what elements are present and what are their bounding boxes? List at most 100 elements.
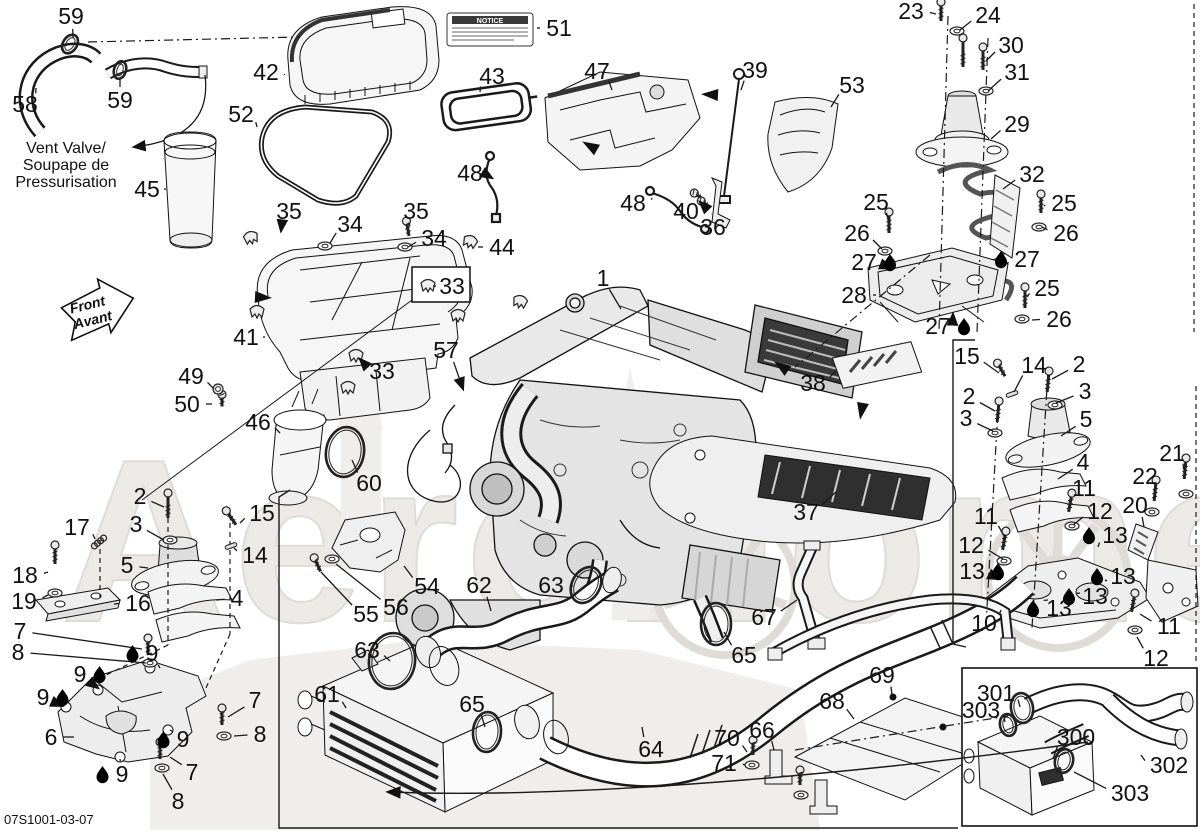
callout-leader: [1026, 292, 1031, 298]
washer-glyph: [1014, 314, 1030, 324]
callout-leader: [830, 94, 840, 108]
washer-glyph: [1127, 625, 1143, 635]
callout-leader: [255, 122, 258, 128]
screw-glyph: [1020, 282, 1030, 308]
callout-4: 4: [231, 585, 244, 611]
screw-glyph: [50, 540, 60, 564]
oil-drop-icon: [995, 251, 1007, 269]
callout-15: 15: [249, 500, 275, 526]
washer-glyph: [317, 241, 333, 251]
callout-12: 12: [958, 532, 984, 558]
callout-37: 37: [793, 499, 819, 525]
callout-11: 11: [1157, 613, 1181, 639]
part-engine-cover: [544, 71, 701, 171]
callout-13: 13: [1046, 595, 1072, 621]
oil-drop-icon: [958, 318, 970, 336]
washer-glyph: [1178, 489, 1194, 499]
ring-glyph: [1053, 747, 1075, 775]
part-bracket-36: [710, 177, 731, 229]
callout-34: 34: [337, 211, 363, 237]
callout-18: 18: [12, 562, 38, 588]
callout-65: 65: [731, 642, 757, 668]
ring-glyph: [1009, 691, 1035, 725]
screw-glyph: [958, 33, 968, 67]
clip-glyph: [420, 278, 436, 294]
screw-glyph: [221, 506, 238, 526]
callout-26: 26: [1053, 220, 1079, 246]
clip-glyph: [513, 294, 529, 310]
washer-glyph: [1064, 521, 1080, 531]
pin-glyph: [224, 542, 238, 550]
callout-53: 53: [839, 72, 865, 98]
callout-10: 10: [971, 610, 997, 636]
callout-55: 55: [353, 601, 379, 627]
callout-67: 67: [751, 604, 777, 630]
callout-leader: [403, 565, 414, 578]
screw-glyph: [978, 42, 988, 70]
callout-11: 11: [1072, 475, 1096, 501]
callout-23: 23: [898, 0, 924, 24]
callout-7: 7: [186, 759, 199, 785]
callout-49: 49: [178, 363, 204, 389]
callout-leader: [1003, 715, 1006, 723]
part-trim-strip: [831, 341, 923, 389]
callout-8: 8: [12, 639, 25, 665]
part-intake-elbow: [268, 388, 327, 506]
callout-leader: [351, 459, 359, 473]
callout-13: 13: [1110, 563, 1136, 589]
screw-glyph: [401, 216, 412, 237]
callout-58: 58: [12, 91, 38, 117]
section-brackets: [278, 339, 975, 829]
part-side-cover: [767, 96, 839, 193]
coil-glyph: [90, 534, 108, 550]
callout-leader: [608, 288, 622, 310]
callout-leader: [157, 664, 161, 669]
callout-leader: [608, 80, 613, 91]
callout-59: 59: [107, 87, 133, 113]
callout-7: 7: [14, 618, 27, 644]
washer-glyph: [793, 790, 809, 800]
screw-glyph: [217, 389, 227, 407]
washer-glyph: [324, 554, 340, 564]
callout-57: 57: [433, 337, 459, 363]
callout-19: 19: [11, 588, 37, 614]
callout-31: 31: [1004, 59, 1030, 85]
callout-15: 15: [954, 343, 980, 369]
washer-glyph: [47, 588, 63, 598]
callout-52: 52: [228, 101, 254, 127]
callout-leader: [723, 631, 733, 646]
callout-leader: [1002, 179, 1016, 190]
callout-7: 7: [249, 687, 262, 713]
part-bracket-54: [331, 511, 406, 573]
callout-50: 50: [174, 391, 200, 417]
callout-4: 4: [1077, 449, 1090, 475]
callout-leader: [30, 652, 147, 664]
callout-12: 12: [1087, 498, 1113, 524]
part-airbox-body: [256, 235, 473, 421]
washer-glyph: [1031, 222, 1047, 232]
callout-54: 54: [414, 573, 440, 599]
nut-glyph: [212, 383, 224, 395]
callout-leader: [780, 599, 798, 612]
callout-59: 59: [58, 3, 84, 29]
callout-leader: [1017, 699, 1021, 708]
callout-12: 12: [1143, 645, 1169, 671]
pointer-arrows: [254, 89, 869, 420]
callout-leader: [742, 763, 746, 766]
callout-leader: [233, 734, 248, 737]
assembly-arrow-line: [385, 741, 1089, 799]
callout-leader: [151, 500, 165, 508]
callout-33: 33: [439, 273, 465, 299]
part-upper-mount: [915, 90, 1009, 168]
callout-51: 51: [546, 15, 572, 41]
callout-leader: [227, 706, 245, 718]
callout-leader: [740, 80, 745, 91]
screw-glyph: [795, 765, 805, 785]
callout-leader: [407, 241, 417, 248]
callout-leader: [821, 491, 837, 506]
vent-valve-label: Vent Valve/ Soupape de Pressurisation: [15, 140, 116, 191]
callout-leader: [329, 232, 337, 244]
callout-25: 25: [1051, 190, 1077, 216]
